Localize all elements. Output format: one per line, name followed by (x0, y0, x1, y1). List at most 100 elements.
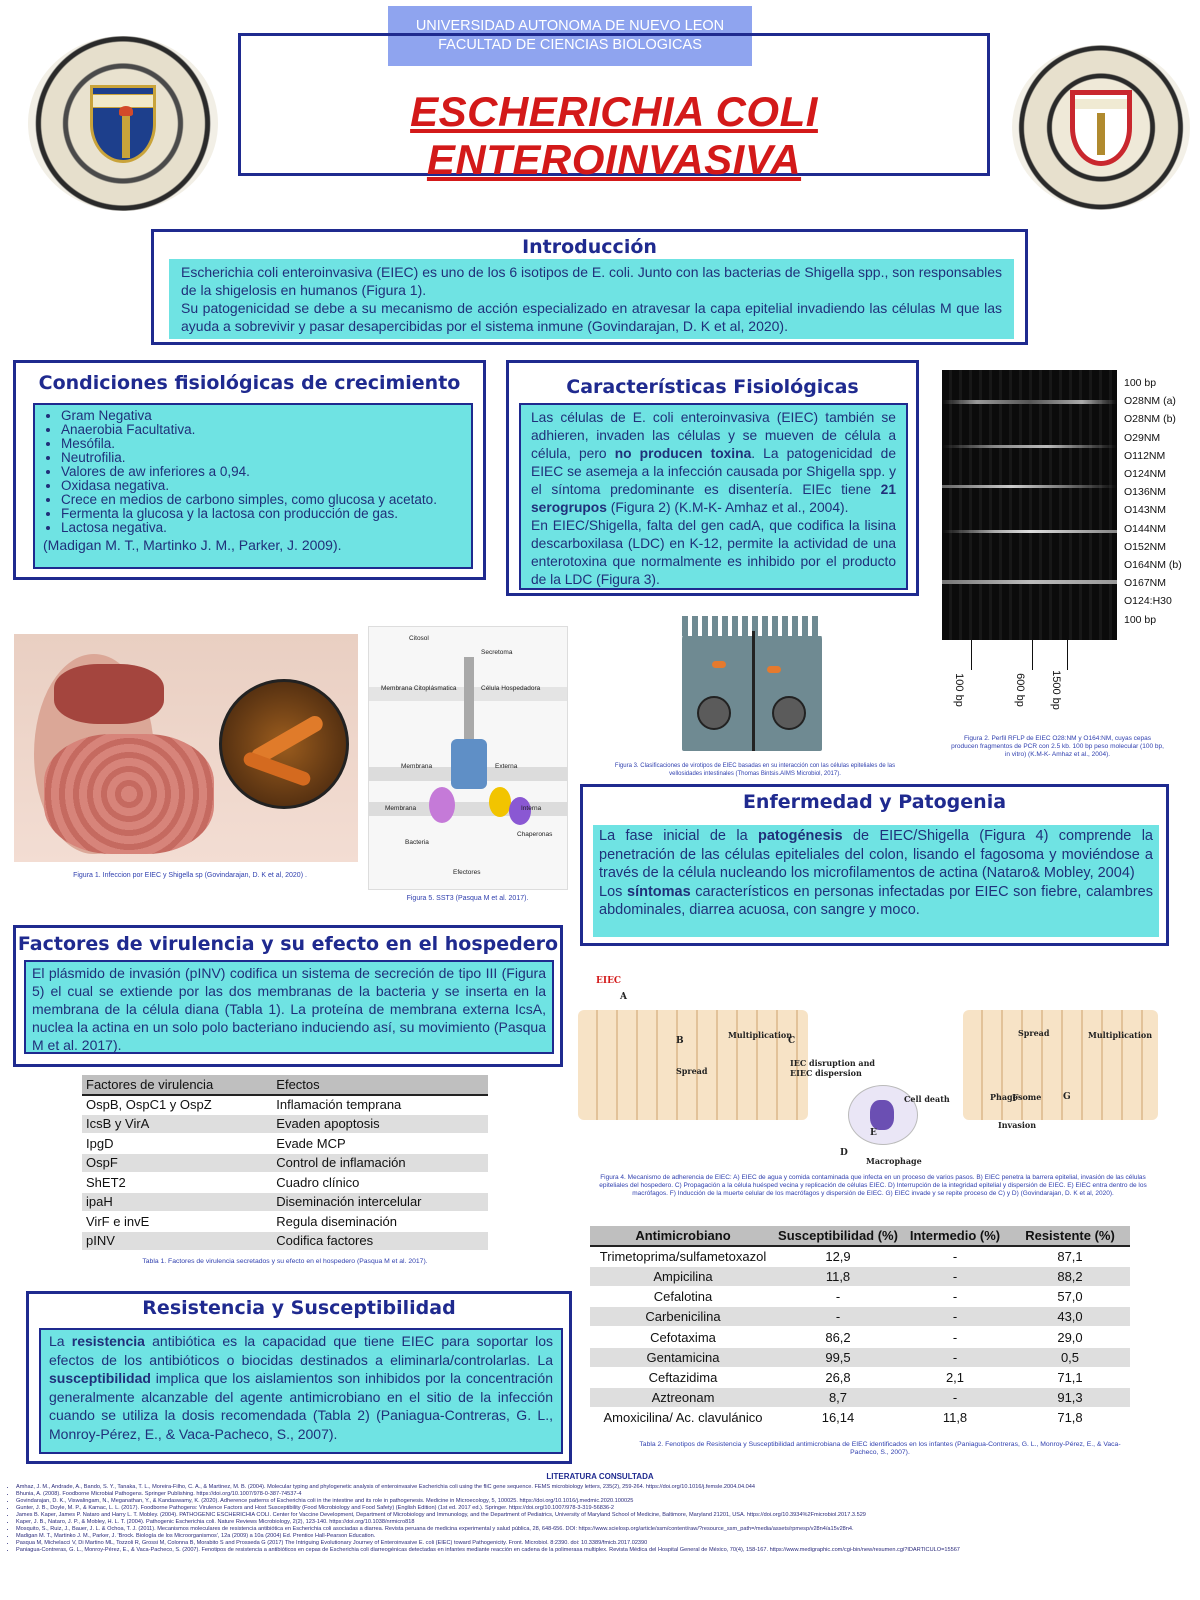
char-text-d: En EIEC/Shigella, falta del gen cadA, qu… (531, 518, 896, 587)
virulence-heading: Factores de virulencia y su efecto en el… (17, 933, 559, 955)
table-cell: Cefalotina (590, 1286, 776, 1308)
table-cell: Amoxicilina/ Ac. clavulánico (590, 1407, 776, 1429)
fig4-label: IEC disruption and EIEC dispersion (790, 1058, 876, 1078)
resistance-section: Resistencia y Susceptibilidad La resiste… (26, 1291, 572, 1464)
fig5-label: Membrana Citoplásmatica (381, 685, 457, 692)
table-cell: 71,8 (1010, 1407, 1130, 1429)
fig4-label: A (620, 992, 627, 1002)
fig4-label: E (870, 1128, 877, 1138)
disease-body: La fase inicial de la patogénesis de EIE… (593, 825, 1159, 937)
gel-marker-600-label: 600 bp (1013, 673, 1026, 707)
uanl-logo (28, 36, 218, 211)
table-cell: Inflamación temprana (272, 1094, 488, 1115)
table-cell: 57,0 (1010, 1286, 1130, 1308)
condition-item: Valores de aw inferiores a 0,94. (61, 465, 463, 479)
condition-item: Anaerobia Facultativa. (61, 423, 463, 437)
table-cell: - (776, 1286, 900, 1308)
disease-section: Enfermedad y Patogenia La fase inicial d… (580, 784, 1169, 946)
gel-marker-1500: 1500 bp (1050, 640, 1078, 710)
fig5-label: Bacteria (405, 839, 429, 846)
table-cell: Aztreonam (590, 1387, 776, 1409)
table-cell: Cuadro clínico (272, 1172, 488, 1193)
title-box: ESCHERICHIA COLI ENTEROINVASIVA (238, 33, 990, 183)
table-cell: Trimetoprima/sulfametoxazol (590, 1246, 776, 1267)
table-cell: ipaH (82, 1192, 273, 1212)
conditions-list: Gram NegativaAnaerobia Facultativa.Mesóf… (43, 409, 463, 535)
table-cell: - (900, 1387, 1010, 1409)
gel-marker-100: 100 bp (953, 640, 982, 710)
res-t3: implica que los aislamientos son inhibid… (49, 1370, 553, 1442)
disease-text-1b: de EIEC/Shigella (Figura 4) comprende la… (599, 828, 1153, 881)
condition-item: Crece en medios de carbono simples, como… (61, 493, 463, 507)
table-cell: Cefotaxima (590, 1326, 776, 1348)
gel-lane-label: O28NM (a) (1124, 395, 1176, 408)
fig4-caption: Figura 4. Mecanismo de adherencia de EIE… (599, 1174, 1147, 1197)
table-cell: Codifica factores (272, 1231, 488, 1251)
fig4-label: EIEC (596, 976, 622, 986)
references-heading: LITERATURA CONSULTADA (546, 1472, 654, 1481)
condition-item: Gram Negativa (61, 409, 463, 423)
disease-text-2a: Los (599, 883, 627, 900)
fig5-label: Membrana (401, 763, 433, 770)
res-t1: La (49, 1333, 72, 1349)
fig4-label: Spread (676, 1066, 708, 1076)
gel-lane-label: O143NM (1124, 504, 1167, 517)
university-banner: UNIVERSIDAD AUTONOMA DE NUEVO LEON FACUL… (388, 6, 752, 66)
table-cell: pINV (82, 1231, 273, 1251)
fig3-caption: Figura 3. Clasificaciones de virotipos d… (614, 763, 896, 777)
disease-text-1a: La fase inicial de la (599, 828, 758, 844)
table-cell: 43,0 (1010, 1306, 1130, 1328)
table-cell: 86,2 (776, 1326, 900, 1348)
disease-text-2b: característicos en personas infectadas p… (599, 883, 1153, 919)
res-t2: antibiótica es la capacidad que tiene EI… (49, 1333, 553, 1368)
fig1-intestine-image (14, 634, 358, 862)
intro-paragraph-1: Escherichia coli enteroinvasiva (EIEC) e… (181, 264, 1003, 298)
fig4-label: B (676, 1036, 684, 1046)
table-cell: - (900, 1266, 1010, 1288)
table2-caption: Tabla 2. Fenotipos de Resistencia y Susc… (639, 1441, 1121, 1456)
intro-section: Introducción Escherichia coli enteroinva… (151, 229, 1028, 345)
disease-bold-1: patogénesis (758, 828, 843, 844)
table1-caption: Tabla 1. Factores de virulencia secretad… (142, 1258, 428, 1265)
gel-lane-label: O112NM (1124, 449, 1166, 462)
table-row: Carbenicilina--43,0 (590, 1306, 1130, 1328)
table-header-cell: Antimicrobiano (590, 1226, 776, 1248)
fig4-label: Spread (1018, 1028, 1050, 1038)
gel-lane-label: O124:H30 (1124, 595, 1172, 608)
condition-item: Oxidasa negativa. (61, 479, 463, 493)
conditions-section: Condiciones fisiológicas de crecimiento … (13, 360, 486, 580)
table-cell: 91,3 (1010, 1387, 1130, 1409)
table-cell: 12,9 (776, 1246, 900, 1267)
table-cell: IpgD (82, 1133, 273, 1154)
gel-lane-label: O144NM (1124, 522, 1167, 535)
table-cell: Diseminación intercelular (272, 1192, 488, 1212)
table-cell: Carbenicilina (590, 1306, 776, 1328)
fig2-caption: Figura 2. Perfil RFLP de EIEC O28:NM y O… (951, 735, 1164, 758)
fig3-virotypes-diagram (672, 606, 832, 754)
fig4-label: Macrophage (866, 1156, 922, 1166)
table-cell: 11,8 (776, 1266, 900, 1288)
gel-marker-1500-label: 1500 bp (1049, 670, 1062, 710)
char-bold-b: 21 serogrupos (531, 482, 896, 515)
table-cell: 16,14 (776, 1407, 900, 1429)
university-name: UNIVERSIDAD AUTONOMA DE NUEVO LEON (415, 18, 725, 34)
table-cell: Ampicilina (590, 1266, 776, 1288)
gel-lane-label: 100 bp (1124, 377, 1157, 389)
res-b2: susceptibilidad (49, 1370, 151, 1386)
char-text-b: . La patogenicidad de EIEC se asemeja a … (531, 446, 896, 497)
table-cell: - (900, 1347, 1010, 1368)
reference-item: Mosquito, S., Ruiz, J., Bauer, J. L. & O… (16, 1526, 1194, 1533)
gel-lane-label: O29NM (1124, 431, 1161, 444)
